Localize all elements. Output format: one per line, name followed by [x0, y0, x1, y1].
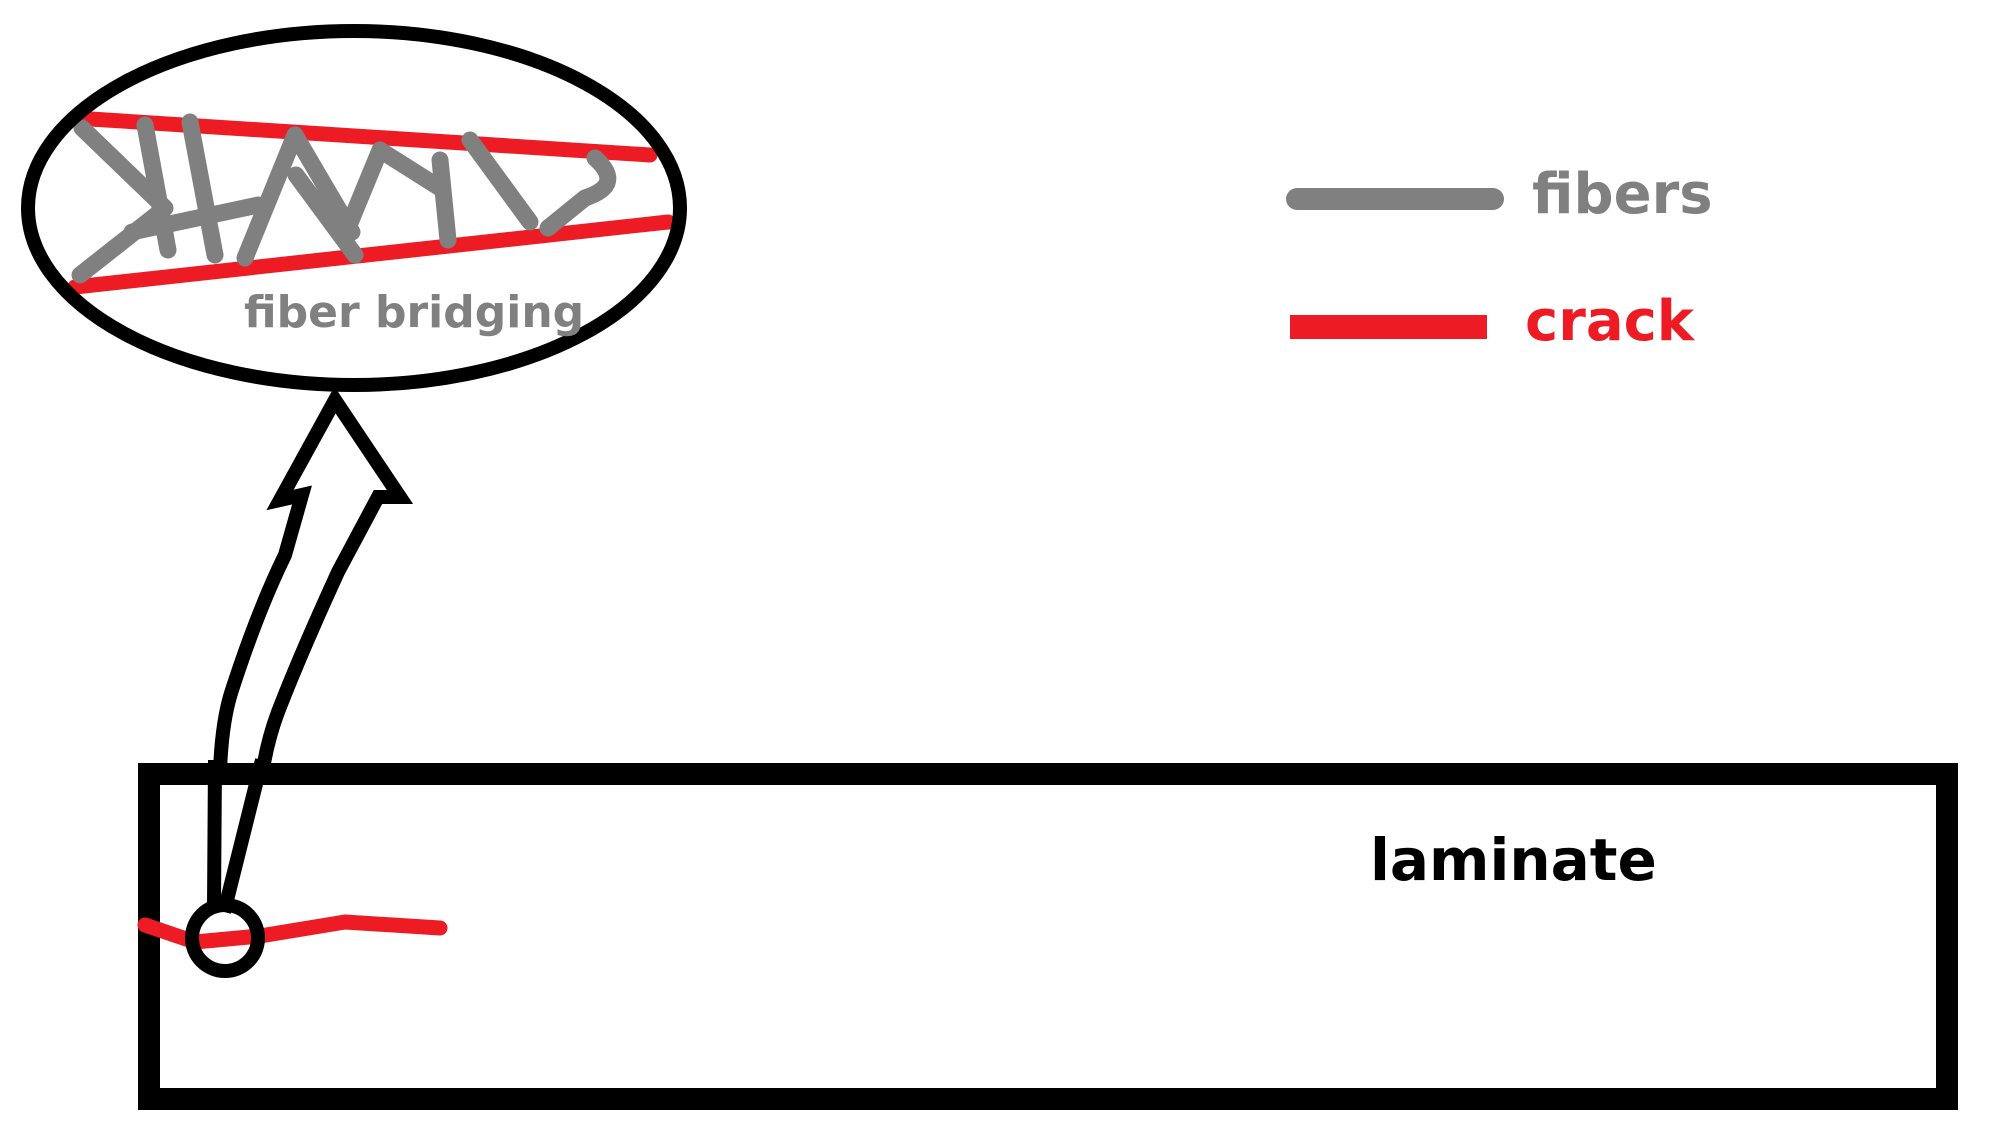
zoom-arrow-tail-right: [217, 758, 269, 914]
crack-tip-circle: [185, 898, 265, 978]
laminate-label: laminate: [1370, 826, 1657, 894]
zoom-arrow-tail-left: [207, 759, 222, 907]
laminate-outline: [138, 763, 1958, 1110]
detail-crack-line-lower: [67, 214, 676, 295]
legend-label-crack: crack: [1525, 289, 1696, 354]
zoom-arrow: [208, 386, 414, 915]
zoom-arrow-outline: [208, 386, 414, 915]
laminate-crack: [137, 898, 448, 978]
fiber-bridging-label: fiber bridging: [244, 287, 584, 338]
fiber-strand: [539, 149, 617, 237]
detail-magnifier: fiber bridging: [21, 24, 687, 392]
legend: fibers crack: [1286, 162, 1713, 354]
legend-label-fibers: fibers: [1532, 162, 1713, 227]
legend-item-fibers: fibers: [1286, 162, 1713, 227]
laminate: laminate: [138, 763, 1958, 1110]
magnifier-ellipse: [21, 24, 687, 392]
legend-item-crack: crack: [1290, 289, 1696, 354]
fiber-strand: [336, 141, 449, 244]
fiber-strand: [431, 151, 457, 249]
fiber-strand: [236, 126, 361, 267]
zoom-arrow-tail: [207, 758, 269, 914]
fiber-strand: [461, 131, 539, 231]
fiber-strand: [123, 196, 267, 241]
detail-crack-line-upper: [67, 110, 658, 163]
bridging-fibers: [71, 113, 617, 284]
fiber-strand: [181, 113, 224, 264]
